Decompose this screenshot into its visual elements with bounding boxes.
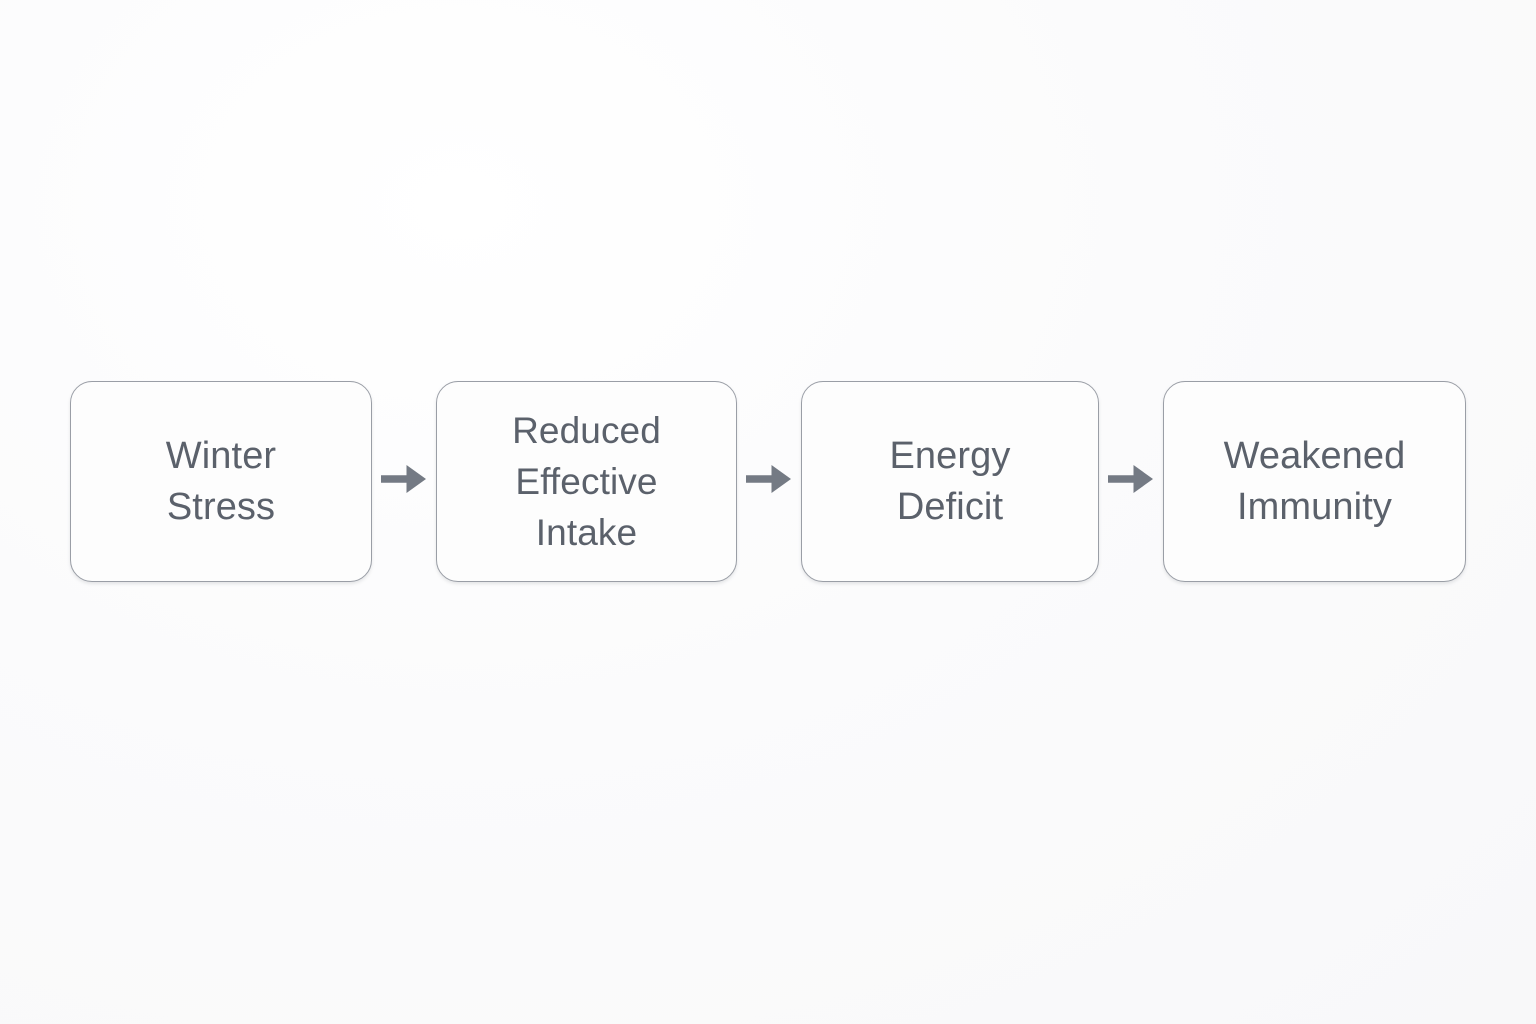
flow-node-energy-deficit[interactable]: Energy Deficit [801,381,1099,582]
flow-node-label: Reduced Effective Intake [512,410,661,553]
flow-node-reduced-effective-intake[interactable]: Reduced Effective Intake [436,381,737,582]
flow-chain: Winter Stress Reduced Effective Intake E… [70,381,1466,582]
flow-node-label: Weakened Immunity [1223,434,1406,528]
arrow-right-icon [1108,464,1154,496]
flow-node-label: Winter Stress [165,434,277,528]
arrow-right-icon [746,464,792,496]
flow-node-winter-stress[interactable]: Winter Stress [70,381,372,582]
flow-arrow-1 [381,381,427,582]
flow-node-label: Energy Deficit [889,434,1011,528]
flow-arrow-3 [1108,381,1154,582]
arrow-right-icon [381,464,427,496]
flow-arrow-2 [746,381,792,582]
flow-node-weakened-immunity[interactable]: Weakened Immunity [1163,381,1466,582]
